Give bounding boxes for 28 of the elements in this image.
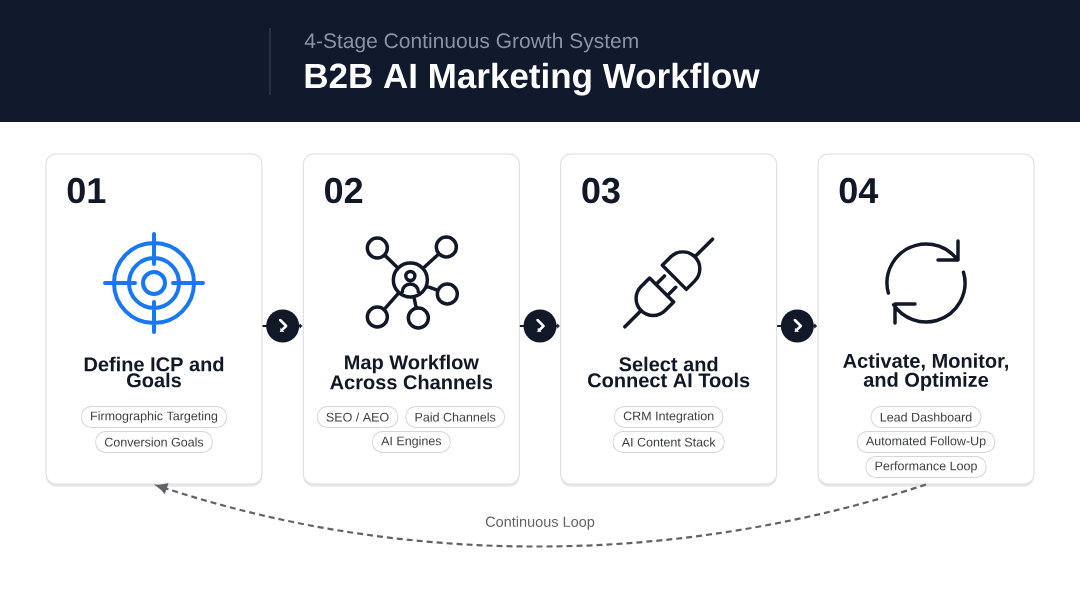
tag-pill: Automated Follow-Up [856,431,996,453]
tag-pill: Lead Dashboard [870,406,982,428]
card-title: Activate, Monitor, and Optimize [843,353,1008,391]
card [302,153,520,487]
step-number: 01 [67,177,106,204]
tag-pill: AI Content Stack [612,431,725,453]
chevron-arrow [777,309,818,343]
card-title: Select and Connect AI Tools [588,356,750,388]
tag-pill: Conversion Goals [95,431,213,453]
card-title: Map Workflow Across Channels [330,354,493,390]
edge-label: Continuous Loop [483,514,597,532]
subtitle: 4-Stage Continuous Growth System [304,32,638,53]
curved-arrow [156,483,927,548]
card [45,153,263,487]
step-number: 04 [839,177,879,204]
tag-pill: Paid Channels [405,406,505,428]
tag-pill: Firmographic Targeting [80,406,228,428]
title: B2B AI Marketing Workflow [305,62,760,96]
chevron-arrow [262,309,303,343]
tag-pill: AI Engines [371,431,451,453]
step-number: 03 [582,177,620,204]
card-title: Define ICP and Goals [84,356,224,388]
chevron-arrow [519,309,560,343]
card [560,153,778,487]
tag-pill: SEO / AEO [316,406,399,428]
tag-pill: CRM Integration [614,406,724,428]
step-number: 02 [325,177,363,204]
tag-pill: Performance Loop [865,456,987,478]
